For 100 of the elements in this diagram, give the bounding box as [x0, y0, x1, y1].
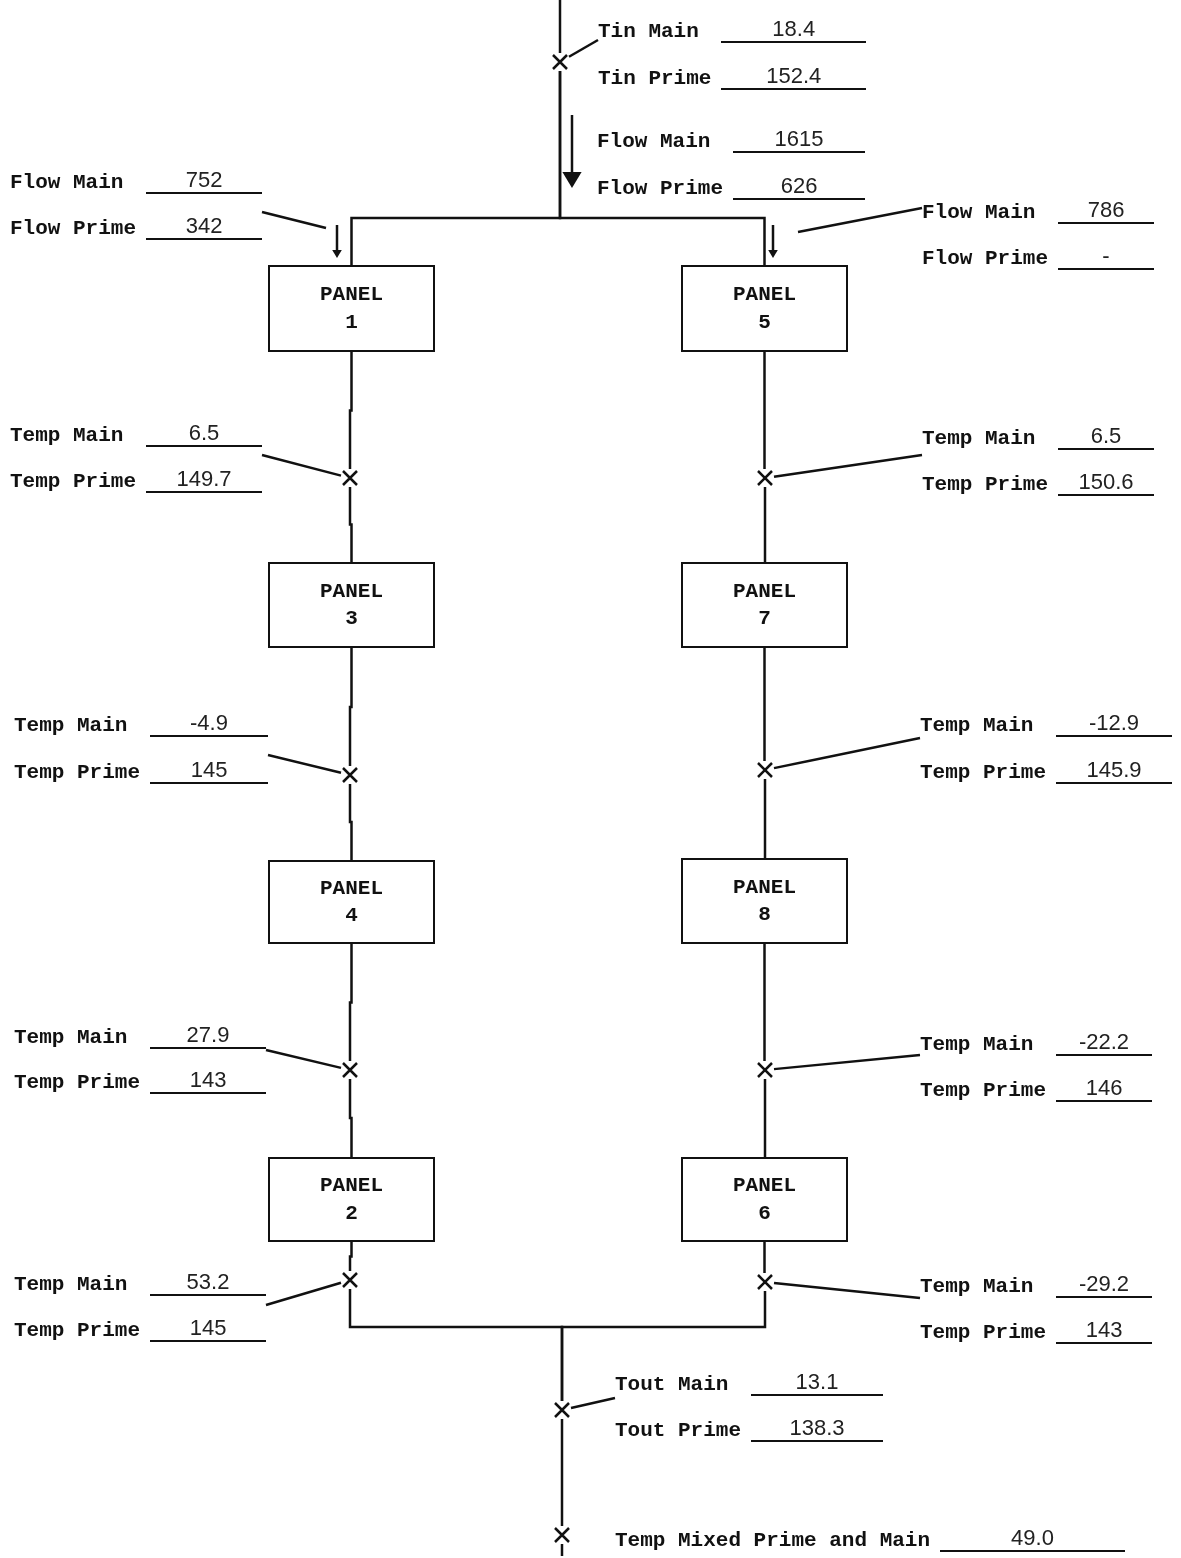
filled-value: 49.0 — [940, 1525, 1125, 1552]
panel-box: PANEL 4 — [268, 860, 435, 944]
cross-mark — [756, 1061, 774, 1079]
filled-value: 145 — [150, 1315, 266, 1342]
field-label: Temp Prime — [920, 1079, 1047, 1102]
filled-value: -4.9 — [150, 710, 268, 737]
field-label: Temp Main — [920, 1275, 1035, 1298]
pipe-line — [763, 944, 766, 1061]
field-label: Temp Main — [10, 424, 125, 447]
filled-value: 786 — [1058, 197, 1154, 224]
filled-value: -22.2 — [1056, 1029, 1152, 1056]
cross-mark — [341, 766, 359, 784]
panel-box: PANEL 6 — [681, 1157, 848, 1242]
field-label: Temp Prime — [14, 761, 141, 784]
filled-value: 150.6 — [1058, 469, 1154, 496]
field-label: Temp Mixed Prime and Main — [615, 1529, 931, 1552]
filled-value: 1615 — [733, 126, 865, 153]
leader-line — [797, 206, 923, 234]
pipe-line — [763, 352, 766, 469]
leader-line — [261, 453, 342, 477]
filled-value: 13.1 — [751, 1369, 883, 1396]
panel-box: PANEL 3 — [268, 562, 435, 648]
cross-mark — [756, 1273, 774, 1291]
panel-box: PANEL 2 — [268, 1157, 435, 1242]
filled-value: 6.5 — [1058, 423, 1154, 450]
panel-box: PANEL 1 — [268, 265, 435, 352]
cross-mark — [756, 469, 774, 487]
leader-line — [267, 753, 342, 774]
filled-value: 145.9 — [1056, 757, 1172, 784]
field-label: Tin Prime — [598, 67, 712, 90]
pipe-line — [560, 1419, 564, 1526]
pipe-line — [763, 1079, 767, 1157]
cross-mark — [553, 1401, 571, 1419]
leader-line — [568, 38, 599, 58]
leader-line — [261, 210, 327, 230]
filled-value: - — [1058, 243, 1154, 270]
field-label: Flow Prime — [10, 217, 137, 240]
field-label: Temp Main — [14, 714, 129, 737]
field-label: Flow Main — [922, 201, 1037, 224]
field-label: Tout Main — [615, 1373, 730, 1396]
pipe-line — [348, 784, 353, 860]
pipe-line — [558, 0, 562, 53]
pipe-line — [348, 944, 353, 1061]
cross-mark — [756, 761, 774, 779]
leader-line — [265, 1281, 342, 1307]
filled-value: 146 — [1056, 1075, 1152, 1102]
filled-value: 143 — [150, 1067, 266, 1094]
filled-value: 143 — [1056, 1317, 1152, 1344]
cross-mark — [341, 1271, 359, 1289]
filled-value: 27.9 — [150, 1022, 266, 1049]
leader-line — [773, 736, 921, 770]
cross-mark — [341, 1061, 359, 1079]
pipe-line — [348, 1242, 353, 1271]
filled-value: 342 — [146, 213, 262, 240]
leader-line — [265, 1048, 342, 1070]
filled-value: -12.9 — [1056, 710, 1172, 737]
leader-line — [773, 1281, 921, 1300]
pipe-line — [763, 779, 767, 858]
pipe-line — [560, 1544, 564, 1556]
filled-value: -29.2 — [1056, 1271, 1152, 1298]
pipe-line — [763, 487, 767, 562]
cross-mark — [341, 469, 359, 487]
field-label: Temp Prime — [10, 470, 137, 493]
leader-line — [570, 1396, 616, 1410]
field-label: Tout Prime — [615, 1419, 742, 1442]
field-label: Flow Main — [597, 130, 712, 153]
filled-value: 145 — [150, 757, 268, 784]
cross-mark — [551, 53, 569, 71]
field-label: Temp Main — [922, 427, 1037, 450]
field-label: Temp Main — [14, 1026, 129, 1049]
pipe-line — [763, 648, 766, 761]
pipe-line — [348, 487, 353, 562]
field-label: Temp Prime — [920, 761, 1047, 784]
pipe-line — [348, 648, 353, 766]
leader-line — [773, 453, 923, 478]
pipe-line — [763, 1242, 766, 1273]
field-label: Temp Prime — [14, 1071, 141, 1094]
field-label: Flow Prime — [922, 247, 1049, 270]
panel-box: PANEL 7 — [681, 562, 848, 648]
filled-value: 752 — [146, 167, 262, 194]
field-label: Tin Main — [598, 20, 700, 43]
pipe-line — [348, 1079, 353, 1157]
filled-value: 149.7 — [146, 466, 262, 493]
panel-box: PANEL 8 — [681, 858, 848, 944]
filled-value: 6.5 — [146, 420, 262, 447]
filled-value: 152.4 — [721, 63, 866, 90]
field-label: Temp Main — [14, 1273, 129, 1296]
field-label: Temp Main — [920, 714, 1035, 737]
cross-mark — [553, 1526, 571, 1544]
field-label: Temp Prime — [14, 1319, 141, 1342]
pipe-line — [560, 1291, 767, 1401]
filled-value: 53.2 — [150, 1269, 266, 1296]
field-label: Flow Main — [10, 171, 125, 194]
field-label: Temp Main — [920, 1033, 1035, 1056]
filled-value: 626 — [733, 173, 865, 200]
panel-box: PANEL 5 — [681, 265, 848, 352]
field-label: Flow Prime — [597, 177, 724, 200]
leader-line — [773, 1053, 921, 1071]
filled-value: 138.3 — [751, 1415, 883, 1442]
field-label: Temp Prime — [920, 1321, 1047, 1344]
